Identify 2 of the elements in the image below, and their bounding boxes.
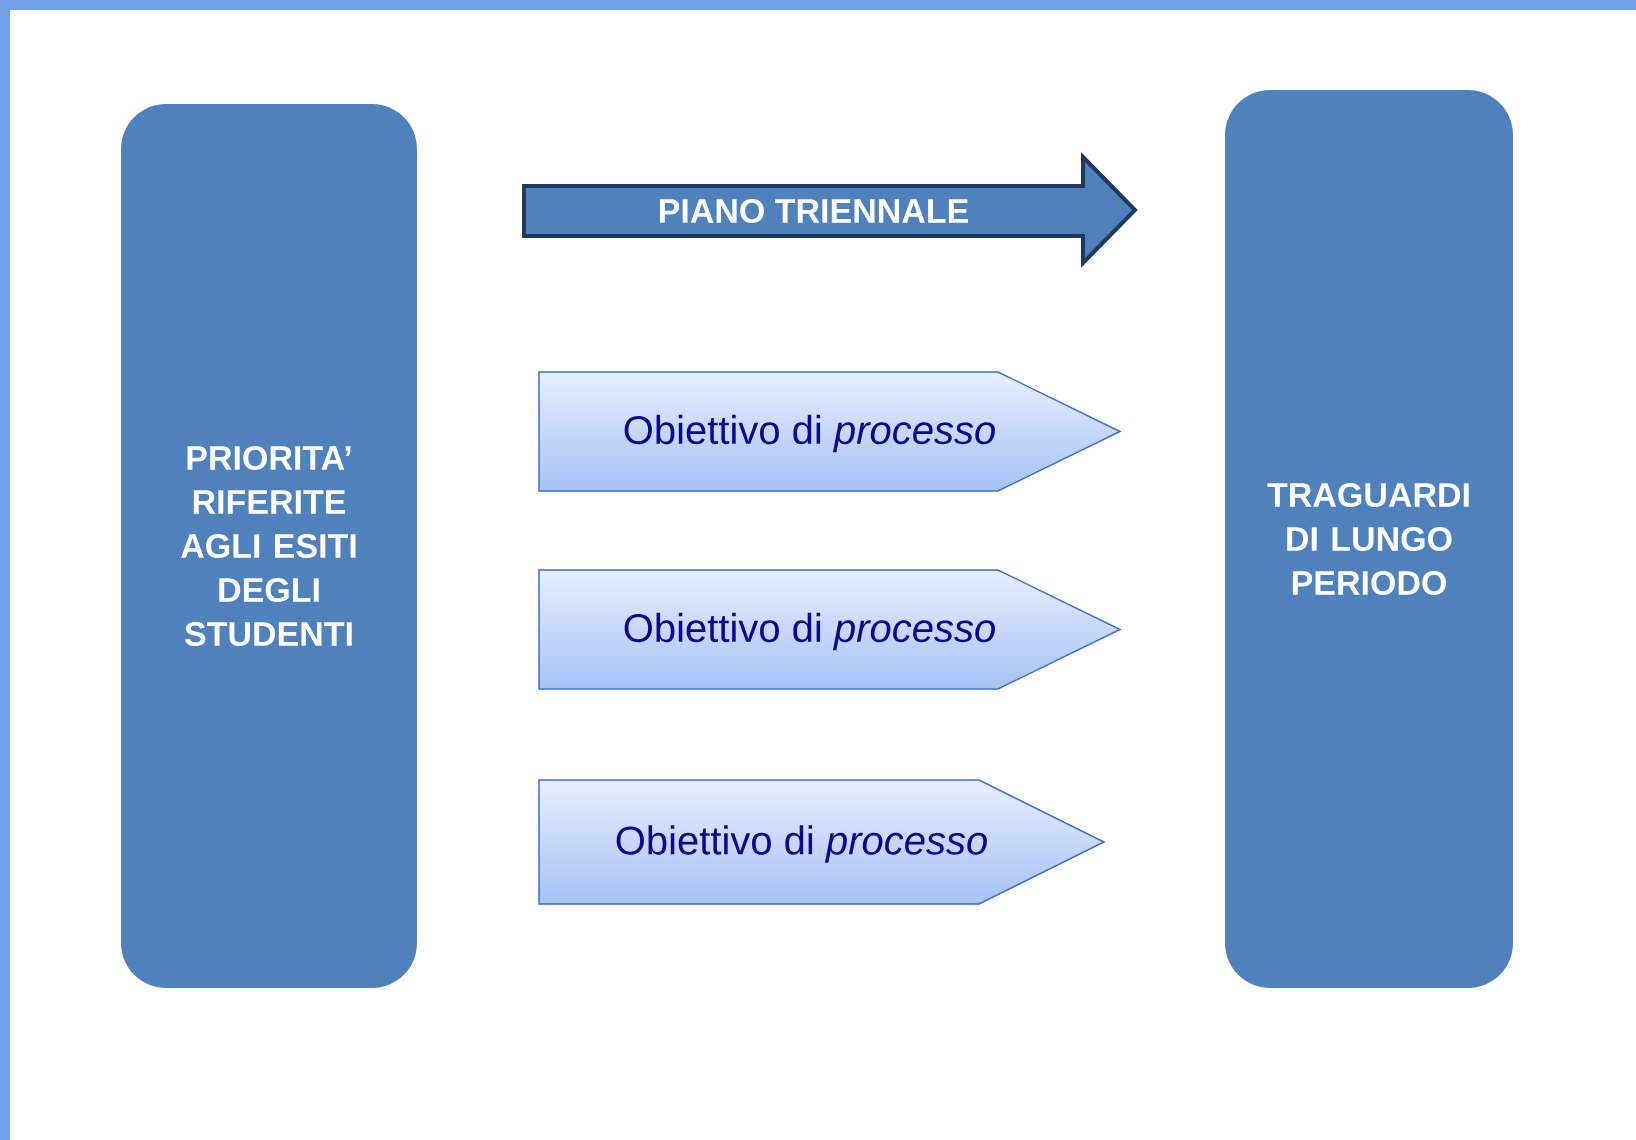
rounded-box: TRAGUARDI DI LUNGO PERIODO bbox=[1225, 90, 1513, 988]
rounded-box: PRIORITA’ RIFERITE AGLI ESITI DEGLI STUDENTI bbox=[121, 104, 417, 988]
